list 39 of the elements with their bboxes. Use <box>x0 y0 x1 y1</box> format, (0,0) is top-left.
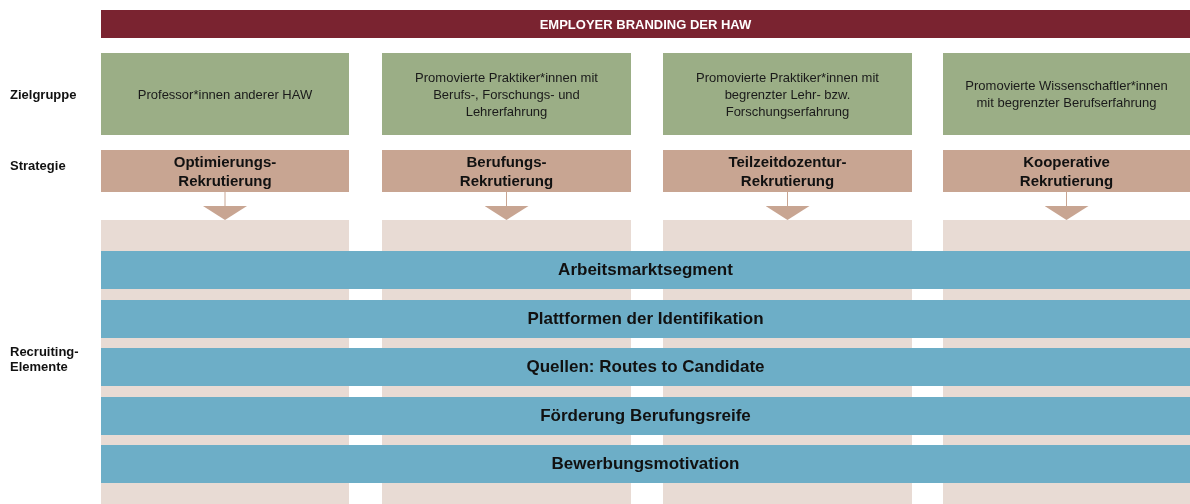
element-title: Arbeitsmarktsegment <box>558 260 733 280</box>
strategy-column <box>101 220 349 251</box>
chevron-arrow <box>1044 191 1089 220</box>
recruiting-element-band <box>101 300 1190 338</box>
recruiting-element-band <box>101 397 1190 435</box>
element-title: Bewerbungsmotivation <box>551 454 740 474</box>
strategy-title: Kooperative Rekrutierung <box>1018 152 1115 190</box>
strategy-column <box>663 220 912 251</box>
title-banner <box>101 10 1190 38</box>
target-group-box <box>382 53 631 135</box>
row-label: Strategie <box>10 158 67 173</box>
chevron-arrow <box>203 191 247 220</box>
target-group-text: Promovierte Praktiker*innen mit Berufs-, Forschungs- und Lehrerfahrung <box>414 68 599 120</box>
banner-title: EMPLOYER BRANDING DER HAW <box>539 15 752 33</box>
target-group-box <box>101 53 349 135</box>
strategy-box <box>943 150 1190 192</box>
strategy-title: Teilzeitdozentur- Rekrutierung <box>727 152 848 190</box>
element-title: Förderung Berufungsreife <box>540 406 751 426</box>
chevron-arrow <box>765 191 810 220</box>
row-label: Recruiting- Elemente <box>10 344 80 374</box>
target-group-box <box>943 53 1190 135</box>
chevron-arrow <box>484 191 529 220</box>
element-title: Plattformen der Identifikation <box>527 309 764 329</box>
element-title: Quellen: Routes to Candidate <box>526 357 765 377</box>
target-group-text: Professor*innen anderer HAW <box>137 85 313 103</box>
target-group-text: Promovierte Praktiker*innen mit begrenzter Lehr- bzw. Forschungserfahrung <box>695 68 880 120</box>
strategy-title: Optimierungs- Rekrutierung <box>172 152 278 190</box>
strategy-box <box>101 150 349 192</box>
row-label: Zielgruppe <box>10 87 78 102</box>
strategy-box <box>663 150 912 192</box>
target-group-text: Promovierte Wissenschaftler*innen mit begrenzter Berufserfahrung <box>964 77 1169 111</box>
target-group-box <box>663 53 912 135</box>
strategy-box <box>382 150 631 192</box>
strategy-title: Berufungs- Rekrutierung <box>458 152 555 190</box>
recruiting-element-band <box>101 251 1190 289</box>
strategy-column <box>943 220 1190 251</box>
recruiting-element-band <box>101 348 1190 386</box>
recruiting-element-band <box>101 445 1190 483</box>
strategy-column <box>382 220 631 251</box>
